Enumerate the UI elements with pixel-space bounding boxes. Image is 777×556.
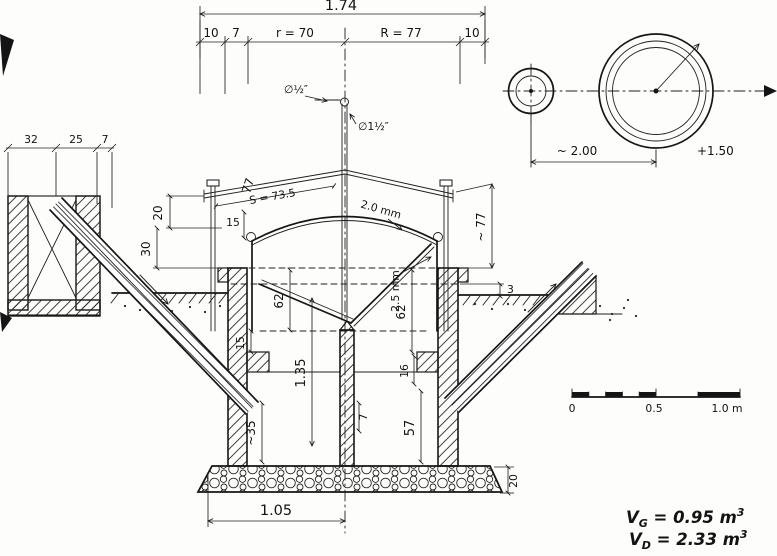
plan-distance-label: ~ 2.00: [557, 144, 598, 158]
vd-subscript: D: [642, 539, 651, 552]
dim-32: 32: [24, 133, 38, 146]
dome-sheet: [251, 215, 438, 242]
left-inlet-chute: [49, 197, 259, 415]
dome-edge-curl-right: [433, 232, 443, 242]
left-bench: [246, 351, 270, 373]
roof-frame: [203, 169, 454, 332]
volume-gas: VG = 0.95 m3: [626, 506, 745, 530]
scale-0: 0: [569, 402, 576, 415]
plan-view: ~ 2.00 +1.50: [502, 33, 777, 168]
dim-35: ~35: [244, 420, 258, 445]
right-post-cap: [439, 179, 453, 187]
gas-pipe: [314, 97, 349, 321]
plan-level-label: +1.50: [697, 144, 734, 158]
edge-mark: [0, 312, 12, 332]
dim-15-bench: 15: [234, 336, 247, 350]
dim-25: 25: [69, 133, 83, 146]
center-wall: [339, 329, 355, 467]
outlet-wedge: [556, 274, 597, 315]
dim-57: 57: [403, 420, 418, 437]
plan-large-circle: [598, 33, 714, 149]
right-bench: [416, 351, 439, 373]
dim-3-right: 3: [507, 283, 514, 296]
section-direction-arrow: [764, 85, 777, 97]
vd-symbol: V: [629, 530, 643, 549]
dim-16-bench: 16: [398, 364, 411, 378]
dim-20-base: 20: [507, 474, 520, 488]
dim-135: 1.35: [294, 359, 309, 388]
vd-value: = 2.33 m: [651, 530, 740, 549]
dim-62-left: 62: [272, 293, 286, 308]
vd-superscript: 3: [740, 528, 748, 541]
dim-77-right: ~ 77: [474, 212, 488, 241]
dim-7-wall: 7: [357, 414, 370, 421]
flow-arrow-out: [527, 283, 557, 313]
vg-value: = 0.95 m: [648, 508, 737, 527]
flow-arrow-in: [139, 274, 169, 305]
plan-small-circle: [507, 67, 555, 115]
dim-r70: r = 70: [276, 26, 314, 40]
dim-30-left: 30: [139, 241, 153, 256]
dim-R77: R = 77: [380, 26, 421, 40]
vg-symbol: V: [626, 508, 640, 527]
scale-10: 1.0 m: [711, 402, 742, 415]
volume-notes: VG = 0.95 m3 VD = 2.33 m3: [626, 506, 748, 552]
inlet-detail: [0, 34, 101, 332]
dim-20-left: 20: [151, 205, 165, 220]
dome-edge-curl-left: [246, 232, 256, 242]
pipe-valve: [340, 97, 349, 107]
base-slab: [196, 465, 504, 493]
dim-overall: 1.74: [325, 0, 357, 14]
tank-structure: [196, 267, 504, 493]
pipe-small-label: ∅½″: [284, 83, 308, 96]
dim-7-top: 7: [232, 26, 240, 40]
gas-holder: [230, 215, 458, 332]
wall-sheet-label: 2.5 mm: [389, 270, 402, 312]
radius-line: [655, 43, 700, 92]
dim-7-detail: 7: [102, 133, 109, 146]
dim-105: 1.05: [260, 503, 292, 519]
scale-bar: 0 0.5 1.0 m: [569, 388, 743, 415]
dim-10-left: 10: [203, 26, 218, 40]
right-wall-step: [457, 267, 469, 283]
left-wall-step: [217, 267, 229, 283]
dimension-annotations: 1.74 10 7 r = 70 R = 77 10 32 25 7 20 30…: [3, 0, 520, 527]
left-post-cap: [206, 179, 220, 187]
interior-pipes: [258, 243, 435, 327]
vg-superscript: 3: [737, 506, 745, 519]
dim-15-eave: 15: [226, 216, 240, 229]
volume-digester: VD = 2.33 m3: [629, 528, 748, 552]
scale-05: 0.5: [645, 402, 662, 415]
dim-62-right: 62: [394, 304, 408, 319]
pipe-big-label: ∅1½″: [358, 120, 389, 133]
corner-mark: [0, 34, 14, 76]
right-outlet-chute: [444, 261, 623, 413]
dim-10-right: 10: [464, 26, 479, 40]
vg-subscript: G: [639, 517, 648, 530]
